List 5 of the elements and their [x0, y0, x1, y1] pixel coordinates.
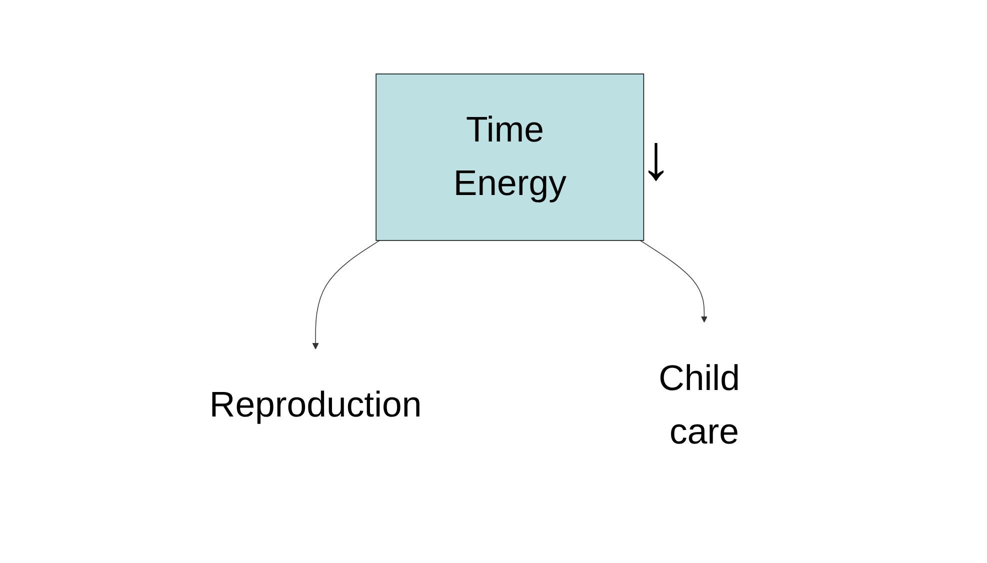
node-text: Child care — [658, 358, 740, 452]
arrow — [639, 240, 707, 323]
arrow — [312, 240, 380, 350]
node-text: Reproduction — [208, 386, 422, 425]
node-box: Time Energy — [375, 74, 644, 241]
